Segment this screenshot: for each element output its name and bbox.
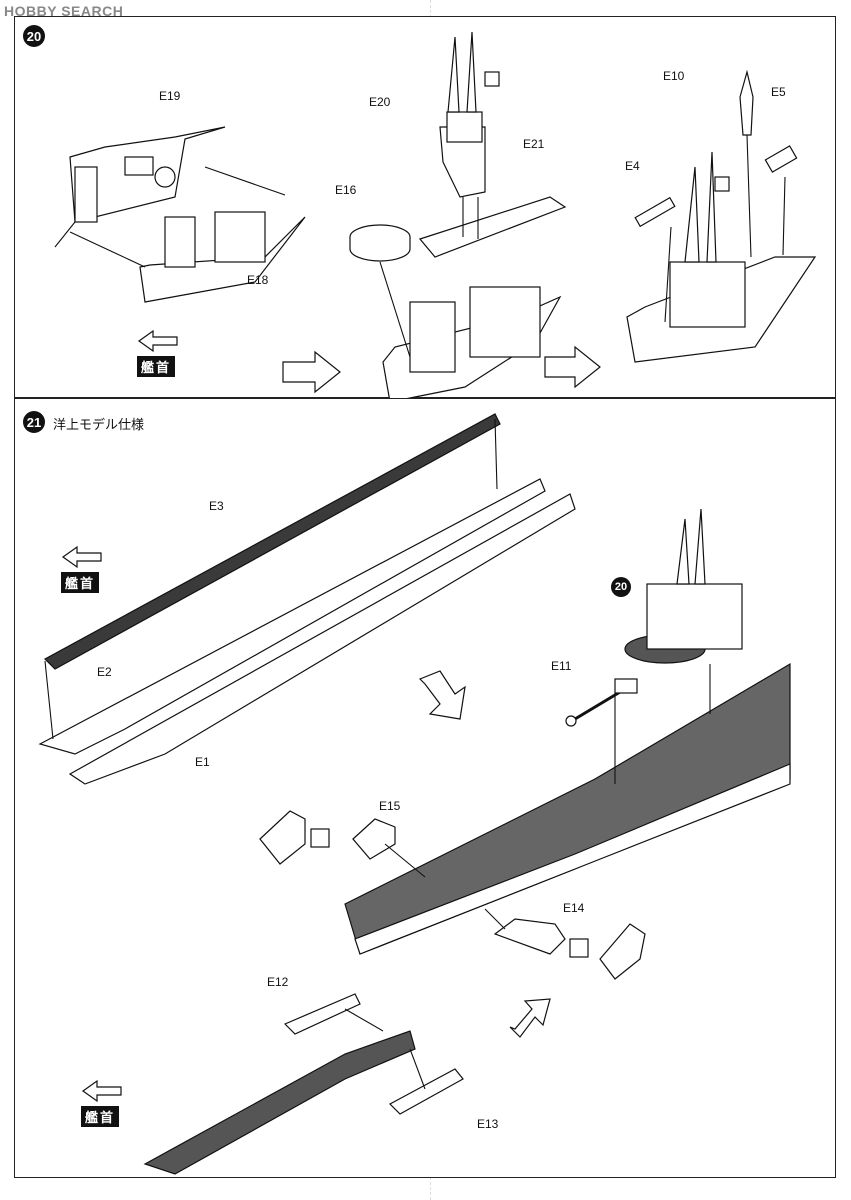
part-label-e3: E3 bbox=[209, 499, 224, 513]
part-label-e12: E12 bbox=[267, 975, 289, 989]
step-21-badge: 21 bbox=[23, 411, 45, 433]
bow-direction-indicator-2: 艦首 bbox=[81, 1079, 125, 1127]
part-label-e15: E15 bbox=[379, 799, 401, 813]
part-label-e14: E14 bbox=[563, 901, 585, 915]
bow-arrow-icon bbox=[61, 545, 102, 569]
step-20-panel: 20 bbox=[14, 16, 836, 403]
bow-direction-indicator: 艦首 bbox=[137, 329, 181, 377]
part-label-e11: E11 bbox=[551, 659, 572, 673]
part-label-e13: E13 bbox=[477, 1117, 499, 1131]
step-21-drawing bbox=[38, 413, 791, 1175]
bow-direction-indicator-1: 艦首 bbox=[61, 545, 105, 593]
bow-label-2: 艦首 bbox=[81, 1106, 120, 1127]
bow-label-1: 艦首 bbox=[61, 572, 100, 593]
step-20-reference-badge: 20 bbox=[611, 577, 631, 597]
part-label-e5: E5 bbox=[771, 85, 786, 99]
part-label-e21: E21 bbox=[523, 137, 545, 151]
part-label-e18: E18 bbox=[247, 273, 269, 287]
part-label-e10: E10 bbox=[663, 69, 685, 83]
part-label-e1: E1 bbox=[195, 755, 210, 769]
step-21-title: 洋上モデル仕様 bbox=[53, 417, 145, 432]
step-21-panel: 21 洋上モデル仕様 bbox=[14, 398, 836, 1178]
part-label-e20: E20 bbox=[369, 95, 391, 109]
bow-arrow-icon bbox=[81, 1079, 122, 1103]
part-label-e4: E4 bbox=[625, 159, 640, 173]
step-20-badge: 20 bbox=[23, 25, 45, 47]
bow-arrow-icon bbox=[137, 329, 178, 353]
part-label-e19: E19 bbox=[159, 89, 181, 103]
part-label-e2: E2 bbox=[97, 665, 112, 679]
bow-label: 艦首 bbox=[137, 356, 176, 377]
part-label-e16: E16 bbox=[335, 183, 357, 197]
watermark: HOBBY SEARCH bbox=[4, 3, 124, 19]
step-20-drawing bbox=[54, 31, 817, 403]
